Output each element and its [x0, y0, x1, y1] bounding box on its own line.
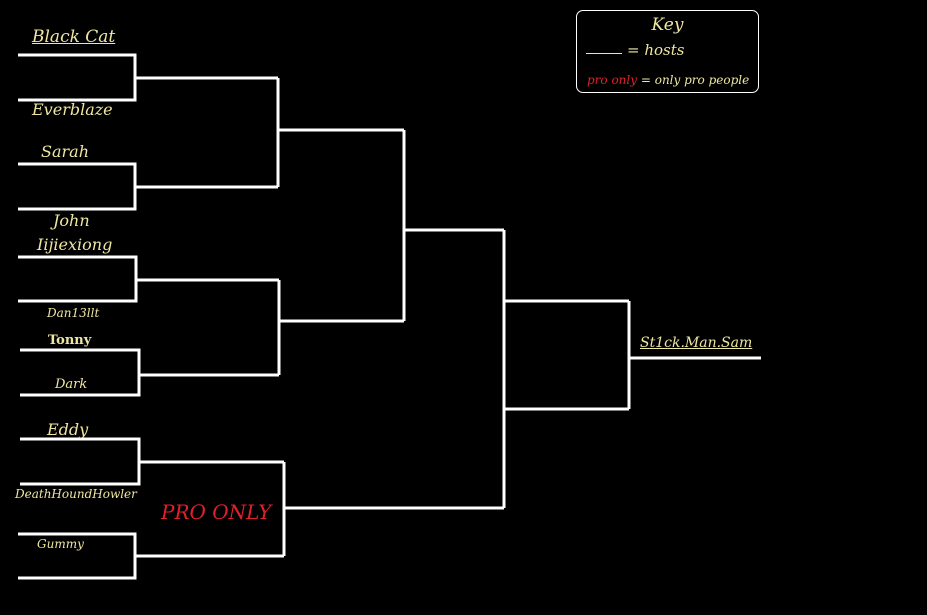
player-sarah: Sarah	[41, 142, 89, 161]
key-title: Key	[651, 15, 684, 35]
match-line-r1-2	[18, 162, 137, 211]
player-john: John	[53, 211, 90, 230]
match-line-r1-3	[18, 255, 138, 303]
player-gummy: Gummy	[37, 537, 84, 551]
player-everblaze: Everblaze	[32, 100, 113, 119]
player-dan13llt: Dan13llt	[47, 306, 100, 320]
player-tonny: Tonny	[48, 333, 92, 348]
winner-name: St1ck.Man.Sam	[640, 335, 753, 351]
match-line-r1-4	[20, 348, 141, 397]
key-pro-only: pro only = only pro people	[587, 73, 749, 87]
player-iijiexiong: Iijiexiong	[37, 235, 113, 254]
match-line-r1-5	[20, 437, 141, 486]
player-eddy: Eddy	[47, 420, 89, 439]
player-deathhoundhowler: DeathHoundHowler	[15, 487, 137, 501]
key-pro-only-term: pro only	[587, 73, 638, 87]
player-black-cat: Black Cat	[32, 27, 116, 47]
pro-only-label: PRO ONLY	[161, 500, 272, 524]
player-dark: Dark	[55, 377, 88, 392]
key-box: Key = hosts pro only = only pro people	[576, 10, 759, 93]
match-line-r1-1	[18, 53, 137, 102]
key-host-line	[586, 53, 622, 54]
key-pro-only-desc: = only pro people	[640, 73, 750, 87]
key-hosts-text: = hosts	[627, 41, 685, 59]
